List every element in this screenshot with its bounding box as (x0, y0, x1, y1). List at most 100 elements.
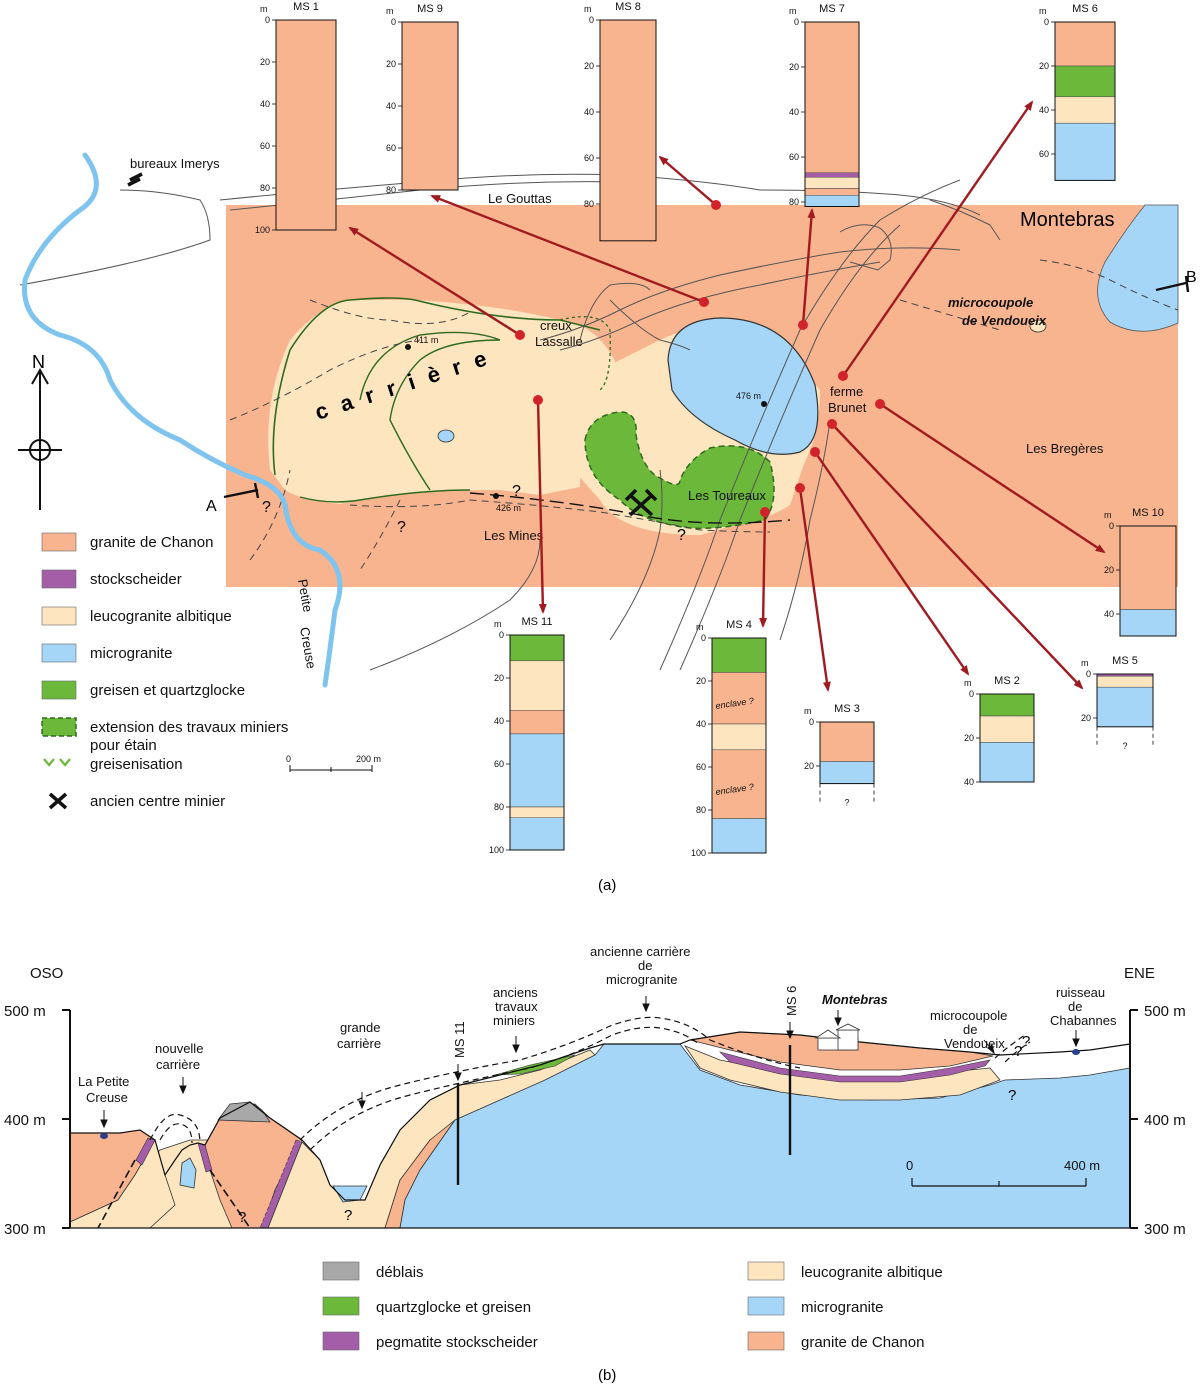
section-b-tick (1184, 275, 1190, 293)
log-tick-label: 0 (1044, 17, 1049, 27)
section-eroded-arch-3 (299, 1016, 801, 1141)
log-arrow-2 (658, 155, 717, 206)
label-petite-creuse-1: La Petite (78, 1074, 129, 1089)
tracks (229, 259, 1179, 571)
log-unit-label: m (789, 6, 797, 16)
log-tick-label: 80 (260, 183, 270, 193)
log-tick-label: 20 (1081, 713, 1091, 723)
label-creux-1: creux (540, 318, 572, 333)
quarry-floor (299, 489, 471, 503)
label-micro-1: microcoupole (930, 1008, 1007, 1023)
log-name: MS 4 (726, 619, 752, 631)
log-arrow-7 (759, 511, 768, 628)
montebras-microgranite (1097, 204, 1179, 332)
legend-swatch (41, 532, 77, 552)
log-tick-label: 80 (789, 197, 799, 207)
log-tick-label: 60 (584, 153, 594, 163)
log-name: MS 3 (834, 703, 860, 715)
section-right-direction: ENE (1124, 965, 1155, 982)
log-tick-label: 0 (969, 689, 974, 699)
log-unit-label: m (584, 4, 592, 14)
section-legend-swatch (747, 1296, 785, 1316)
log-tick-label: 0 (701, 633, 706, 643)
log-question: ? (844, 798, 849, 808)
question-1: ? (262, 499, 271, 516)
label-anciens-3: miniers (493, 1013, 535, 1028)
label-bregeres: Les Bregères (1026, 441, 1104, 456)
log-tick-label: 20 (696, 676, 706, 686)
elev-right-500: 500 m (1144, 1003, 1186, 1020)
log-unit-label: m (260, 4, 268, 14)
section-dome-stock (718, 1051, 991, 1083)
section-legend-swatch (747, 1331, 785, 1351)
borehole-dot-7 (760, 507, 770, 517)
legend-swatch-greisenisation (43, 758, 71, 767)
quarry-pond (437, 429, 455, 443)
label-petite-creuse-2: Creuse (86, 1090, 128, 1105)
log-name: MS 9 (417, 3, 443, 15)
section-legend-label: microgranite (801, 1299, 884, 1316)
label-montebras: Montebras (1020, 209, 1115, 231)
label-ruisseau-3: Chabannes (1050, 1013, 1117, 1028)
log-tick-label: 20 (964, 733, 974, 743)
label-nouvelle-2: carrière (156, 1057, 200, 1072)
log-name: MS 7 (819, 3, 845, 15)
log-tick-label: 20 (1104, 565, 1114, 575)
log-unit-microgranite (819, 761, 875, 784)
legend-label: granite de Chanon (90, 534, 213, 551)
section-stock-1 (135, 1137, 156, 1166)
legend-swatch (41, 680, 77, 700)
section-a-marker (223, 488, 259, 499)
section-microgranite (399, 1043, 1131, 1229)
svg-text:200 m: 200 m (356, 754, 381, 764)
log-frame (1054, 21, 1116, 181)
log-tick-label: 40 (789, 107, 799, 117)
section-labels: OSO ENE 500 m 400 m 300 m 500 m 400 m 30… (4, 944, 1186, 1384)
section-legend-item-4: microgranite (747, 1296, 884, 1316)
section-legend-item-3: leucogranite albitique (747, 1261, 943, 1281)
borehole-dot-8 (795, 483, 805, 493)
log-tick-label: 100 (691, 848, 706, 858)
log-arrow-10 (831, 423, 1084, 690)
log-unit-microgranite (509, 733, 565, 808)
borehole-dot-6 (533, 395, 543, 405)
log-unit-granite (509, 710, 565, 735)
section-legend-label: pegmatite stockscheider (376, 1334, 538, 1351)
section-question-1: ? (238, 1209, 246, 1226)
log-arrow-0 (348, 226, 521, 337)
section-legend-label: quartzglocke et greisen (376, 1299, 531, 1316)
log-frame (1119, 525, 1177, 637)
log-unit-label: m (1081, 658, 1089, 668)
map-caption: (a) (598, 877, 616, 894)
question-2: ? (397, 519, 406, 536)
log-tick-label: 100 (255, 225, 270, 235)
log-unit-leucogranite (509, 806, 565, 818)
log-arrow-8 (798, 487, 831, 692)
log-tick-label: 20 (386, 59, 396, 69)
section-legend-swatch (322, 1261, 360, 1281)
section-legend-swatch (322, 1331, 360, 1351)
legend-label: leucogranite albitique (90, 608, 232, 625)
label-anciens-1: anciens (493, 985, 538, 1000)
borehole-dot-3 (798, 320, 808, 330)
log-unit-microgranite (509, 817, 565, 851)
log-tick-label: 0 (391, 17, 396, 27)
log-unit-leucogranite (804, 177, 860, 189)
label-bureaux: bureaux Imerys (130, 156, 220, 171)
log-frame (804, 21, 860, 207)
legend-swatch (41, 569, 77, 589)
svg-text:0: 0 (286, 754, 291, 764)
label-ruisseau-1: ruisseau (1056, 985, 1105, 1000)
section-caption: (b) (598, 1367, 616, 1384)
section-axis-ticks (62, 1009, 1138, 1229)
section-legend-swatch (747, 1261, 785, 1281)
log-tick-label: 60 (789, 152, 799, 162)
log-tick-label: 40 (494, 716, 504, 726)
label-mines: Les Mines (484, 528, 544, 543)
